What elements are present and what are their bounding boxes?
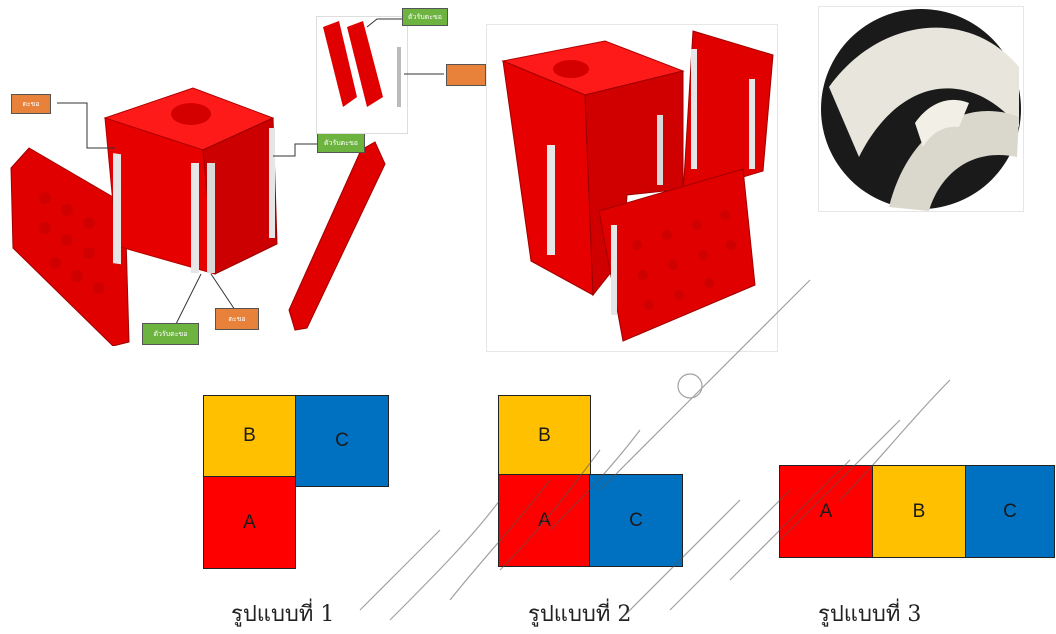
pattern1-square-c: C	[295, 395, 389, 487]
inset-hook-receiver-label: ตัวรับตะขอ	[402, 8, 448, 26]
pattern1-square-a: A	[203, 476, 296, 569]
inset-drawing	[317, 17, 407, 133]
pattern3-caption: รูปแบบที่ 3	[818, 596, 921, 631]
inset-hook-label	[446, 64, 486, 86]
velcro-drawing	[819, 7, 1023, 211]
pattern3-square-c: C	[965, 465, 1055, 558]
pattern2-caption: รูปแบบที่ 2	[528, 596, 631, 631]
hook-receiver-label-bottom: ตัวรับตะขอ	[142, 323, 199, 345]
hook-label-top: ตะขอ	[11, 94, 51, 114]
assembled-cube-drawing	[487, 25, 777, 351]
pattern1-square-b: B	[203, 395, 296, 477]
hook-receiver-label-right: ตัวรับตะขอ	[317, 133, 365, 153]
pattern2-square-a: A	[498, 474, 591, 567]
pattern3-square-b: B	[872, 465, 966, 558]
velcro-photo	[818, 6, 1024, 212]
pattern3-square-a: A	[779, 465, 873, 558]
inset-panels-figure	[316, 16, 408, 134]
pattern1-caption: รูปแบบที่ 1	[231, 596, 334, 631]
hook-label-bottom: ตะขอ	[215, 308, 259, 330]
pattern2-square-b: B	[498, 395, 591, 477]
pattern2-square-c: C	[589, 474, 683, 567]
assembled-cube-figure	[486, 24, 778, 352]
inset-arrow	[402, 66, 446, 82]
